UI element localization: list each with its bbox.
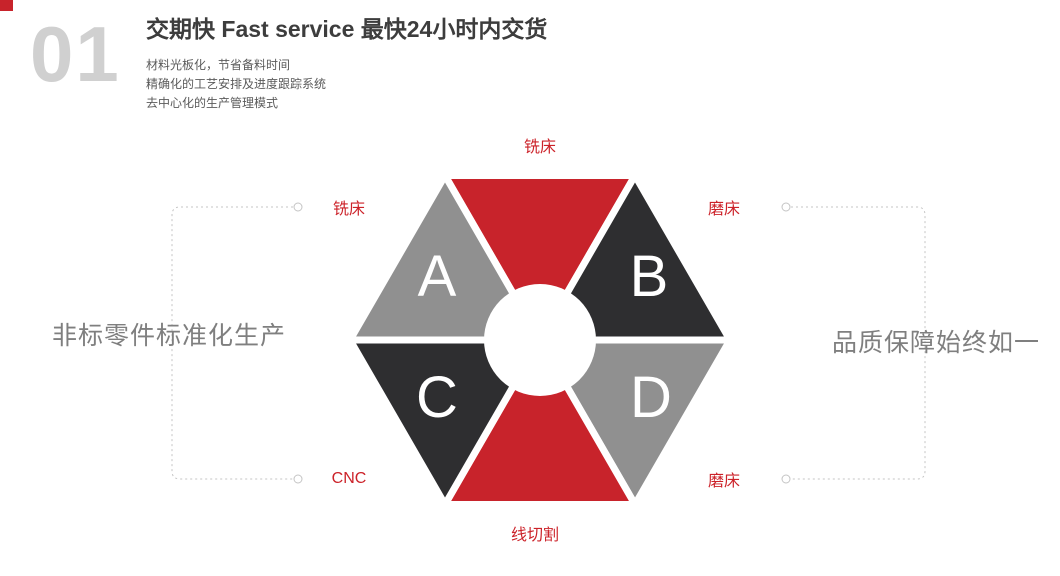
label-bottom: 线切割 (510, 527, 560, 544)
label-right-bottom: 磨床 (707, 473, 741, 490)
segment-letter-d: D (630, 365, 672, 430)
connector-node-right-top (781, 202, 791, 212)
slide-title: 交期快 Fast service 最快24小时内交货 (146, 16, 548, 42)
segment-letter-c: C (416, 365, 458, 430)
subtitle-line-1: 材料光板化，节省备料时间 (146, 58, 291, 72)
segment-letter-a: A (418, 244, 457, 309)
left-callout-text: 非标零件标准化生产 (51, 322, 287, 350)
right-connector-line (786, 206, 926, 480)
label-left-bottom: CNC (331, 470, 367, 487)
segment-upper-left (346, 172, 544, 344)
subtitle-line-2: 精确化的工艺安排及进度跟踪系统 (146, 77, 327, 91)
label-top: 铣床 (523, 139, 557, 156)
segment-letter-b: B (630, 244, 669, 309)
corner-accent-square (0, 0, 13, 11)
header-block: 交期快 Fast service 最快24小时内交货 材料光板化，节省备料时间 … (146, 14, 547, 113)
subtitle-line-3: 去中心化的生产管理模式 (146, 96, 279, 110)
label-right-top: 磨床 (707, 201, 741, 218)
connector-node-left-top (293, 202, 303, 212)
label-left-top: 铣床 (332, 201, 366, 218)
right-callout-text: 品质保障始终如一 (831, 329, 1041, 357)
center-circle (484, 284, 596, 396)
section-number: 01 (30, 10, 121, 98)
left-connector-line (171, 206, 298, 480)
connector-node-left-bottom (293, 474, 303, 484)
connector-node-right-bottom (781, 474, 791, 484)
